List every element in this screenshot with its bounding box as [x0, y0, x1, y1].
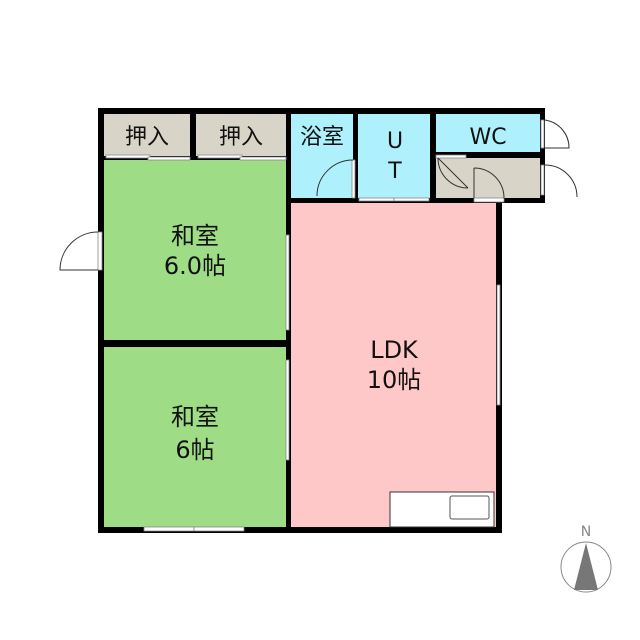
door-swings — [59, 119, 578, 271]
windows — [97, 119, 545, 532]
compass: N — [560, 524, 612, 593]
compass-needle-icon — [574, 543, 598, 590]
kitchen-sink — [449, 495, 490, 520]
washitsu-1-size: 6.0帖 — [164, 252, 226, 280]
washitsu-2 — [104, 347, 286, 527]
washitsu-2-label: 和室 — [171, 403, 219, 431]
utility-room — [358, 114, 430, 198]
toilet-label: WC — [469, 125, 506, 150]
compass-north-label: N — [581, 524, 591, 540]
ldk — [291, 203, 496, 527]
closet-sliding-doors — [105, 154, 287, 161]
washitsu-1 — [104, 160, 286, 340]
closet-1-label: 押入 — [125, 125, 169, 150]
toilet — [436, 114, 540, 152]
closet-2 — [196, 114, 286, 156]
washitsu-2-size: 6帖 — [175, 436, 214, 464]
utility-label-t: T — [387, 159, 402, 184]
closet-1 — [104, 114, 190, 156]
entrance-hall — [436, 158, 540, 198]
bathroom-label: 浴室 — [300, 125, 344, 150]
washitsu-1-label: 和室 — [171, 222, 219, 250]
utility-label-u: U — [387, 129, 403, 154]
bathroom — [291, 114, 353, 198]
ldk-size: 10帖 — [367, 366, 422, 394]
ldk-label: LDK — [370, 336, 419, 364]
closet-2-label: 押入 — [219, 125, 263, 150]
